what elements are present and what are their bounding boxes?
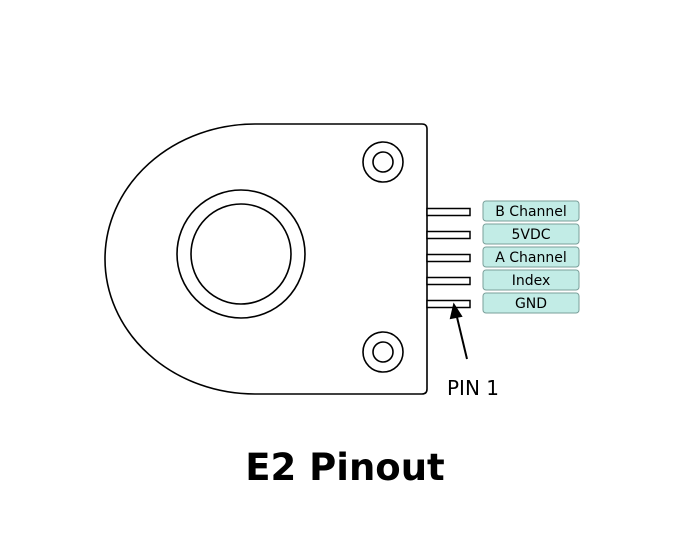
pin-label-box: [482, 200, 580, 222]
pin1-arrow: [449, 302, 468, 360]
mounting-hole-bottom-inner: [372, 341, 394, 363]
pin-label-text: Index: [512, 273, 551, 289]
pin-label-a-channel: A Channel: [482, 246, 580, 268]
mounting-hole-bottom: [362, 331, 404, 373]
pin1-arrow-head: [449, 302, 463, 320]
pin-label-text: 5VDC: [511, 227, 550, 243]
pin-labels: B Channel 5VDC A Channel Index GND: [482, 200, 580, 314]
pin1-arrow-shaft: [455, 312, 468, 360]
pin-label-box: [482, 246, 580, 268]
pin-label-index: Index: [482, 269, 580, 291]
encoder-body: [104, 123, 428, 395]
mounting-hole-top: [362, 141, 404, 183]
pin-label-b-channel: B Channel: [482, 200, 580, 222]
encoder-hub: [176, 189, 306, 319]
connector-pins: [426, 207, 471, 309]
pin-gnd: [426, 299, 471, 309]
pin-label-text: A Channel: [495, 250, 567, 266]
pin-label-text: B Channel: [495, 204, 567, 220]
pin-label-5vdc: 5VDC: [482, 223, 580, 245]
mounting-hole-top-outer: [362, 141, 404, 183]
hub-inner-ring: [190, 203, 292, 305]
pin-5vdc: [426, 230, 471, 240]
pin-b-channel: [426, 207, 471, 217]
encoder-housing-outline: [104, 123, 428, 395]
pin-label-text: GND: [515, 296, 547, 312]
pin-label-box: [482, 292, 580, 314]
pin-a-channel: [426, 253, 471, 263]
page-title: E2 Pinout: [245, 446, 445, 489]
pin-label-box: [482, 223, 580, 245]
mounting-hole-bottom-outer: [362, 331, 404, 373]
pin-index: [426, 276, 471, 286]
mounting-hole-top-inner: [372, 151, 394, 173]
hub-outer-ring: [176, 189, 306, 319]
pin1-label: PIN 1: [447, 376, 499, 400]
pin-label-box: [482, 269, 580, 291]
pin-label-gnd: GND: [482, 292, 580, 314]
